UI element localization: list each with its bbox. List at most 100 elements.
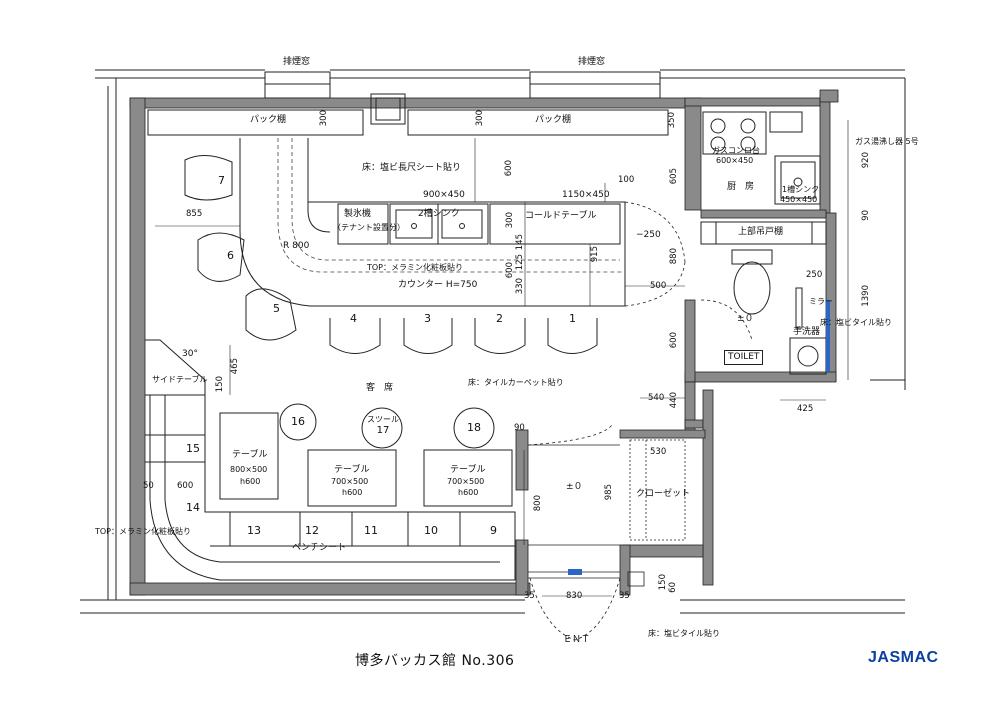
round-stools (279, 403, 495, 449)
dim-500: 500 (650, 281, 667, 291)
dim-830: 830 (566, 591, 583, 601)
top-melamine-bench-label: TOP：メラミン化粧板貼り (95, 527, 192, 536)
dim-300a: 300 (319, 110, 329, 127)
bench-sheet-label: ベンチシート (292, 543, 347, 553)
pack-shelves (147, 109, 669, 136)
table-2-label: テーブル (334, 465, 370, 475)
plus-minus-zero-toilet: ±０ (737, 314, 754, 324)
table-1-label: テーブル (232, 450, 268, 460)
closet-label: クローゼット (636, 489, 691, 499)
single-sink-label: 1槽シンク (782, 185, 820, 194)
floor-vinyl-long-label: 床：塩ビ長尺シート貼り (362, 163, 462, 173)
seat-14: 14 (186, 501, 200, 514)
gas-stove-size: 600×450 (716, 156, 754, 165)
dim-300c: 300 (505, 212, 515, 229)
guest-area-label: 客 席 (366, 383, 394, 393)
dim-600b: 600 (505, 262, 515, 279)
mirror-strip (826, 300, 830, 372)
floor-vinyl-tile-toilet-label: 床：塩ビタイル貼り (820, 318, 892, 327)
floor-vinyl-tile-entry-label: 床：塩ビタイル貼り (648, 629, 720, 638)
dim-800: 800 (533, 495, 543, 512)
seat-7: 7 (218, 174, 225, 187)
seat-4: 4 (350, 312, 357, 325)
seat-3: 3 (424, 312, 431, 325)
cold-table-label: コールドテーブル (525, 211, 597, 221)
mirror-label: ミラー (809, 297, 833, 306)
dim-1390: 1390 (861, 285, 871, 307)
sink-size-label: 900×450 (423, 190, 465, 200)
counter-dashed (277, 138, 625, 273)
kitchen-door (624, 201, 686, 307)
dim-300b: 300 (475, 110, 485, 127)
ice-machine-label: 製氷機 (344, 209, 372, 219)
stool-17-text: スツール (367, 415, 399, 424)
upper-cabinet-label: 上部吊戸棚 (738, 227, 784, 237)
dim-150a: 150 (215, 376, 225, 393)
dim-985: 985 (604, 484, 614, 501)
minus-250-label: −250 (636, 230, 661, 240)
table-3-size: 700×500 (447, 477, 485, 486)
seat-1: 1 (569, 312, 576, 325)
dim-440: 440 (669, 392, 679, 409)
table-1-size: 800×500 (230, 465, 268, 474)
top-melamine-counter-label: TOP：メラミン化粧板貼り (367, 263, 464, 272)
dim-425: 425 (797, 404, 814, 414)
gas-heater-label: ガス湯沸し器 5号 (855, 137, 919, 146)
tables (219, 412, 513, 507)
closet (629, 439, 686, 541)
counter-label: カウンター H=750 (398, 280, 478, 290)
table-3-label: テーブル (450, 465, 486, 475)
dim-920: 920 (861, 152, 871, 169)
dim-350: 350 (667, 112, 677, 129)
plus-minus-zero-entry: ±０ (566, 482, 583, 492)
dim-600d: 600 (177, 481, 194, 491)
drawing-title: 博多バッカス館 No.306 (355, 653, 515, 669)
exterior-outline (80, 69, 906, 614)
seat-16: 16 (291, 415, 305, 428)
seat-10: 10 (424, 524, 438, 537)
hand-washer-label: 手洗器 (793, 327, 821, 337)
cold-table-size-label: 1150×450 (562, 190, 610, 200)
seat-13: 13 (247, 524, 261, 537)
stool-17-number: 17 (376, 424, 390, 436)
entrance-door (527, 424, 621, 641)
seat-2: 2 (496, 312, 503, 325)
toilet-door (700, 299, 753, 341)
kitchen-fixtures (700, 111, 827, 245)
dim-90b: 90 (514, 423, 525, 433)
seat-17: スツール 17 (366, 415, 400, 437)
dim-330: 330 (515, 278, 525, 295)
dim-100: 100 (618, 175, 635, 185)
dim-530: 530 (650, 447, 667, 457)
kitchen-label: 厨 房 (727, 182, 755, 192)
pack-shelf-left-label: パック棚 (250, 115, 287, 125)
dim-605: 605 (669, 168, 679, 185)
table-2-height: h600 (342, 488, 363, 497)
dim-150b: 150 (658, 574, 668, 591)
gas-stove-label: ガスコンロ台 (712, 146, 760, 155)
single-sink-size: 450×450 (780, 195, 818, 204)
jasmac-logo: JASMAC (868, 649, 939, 666)
dimension-lines (155, 120, 849, 597)
dim-855: 855 (186, 209, 203, 219)
table-2-size: 700×500 (331, 477, 369, 486)
seat-5: 5 (273, 302, 280, 315)
exhaust-window-left-label: 排煙窓 (283, 57, 311, 67)
dim-600c: 600 (669, 332, 679, 349)
walls (129, 89, 839, 596)
floor-tile-carpet-label: 床：タイルカーペット貼り (468, 378, 564, 387)
toilet-label: TOILET (724, 350, 764, 365)
table-1-height: h600 (240, 477, 261, 486)
dim-90a: 90 (861, 210, 871, 221)
dim-600a: 600 (504, 160, 514, 177)
door-accent (568, 569, 582, 575)
entrance-label: ＥＮＴ (563, 635, 591, 645)
seat-18: 18 (467, 421, 481, 434)
dim-35a: 35 (524, 591, 535, 601)
seat-15: 15 (186, 442, 200, 455)
exhaust-window-right-label: 排煙窓 (578, 57, 606, 67)
dim-125: 125 (515, 254, 525, 271)
bench-seating (145, 394, 516, 581)
dim-250: 250 (806, 270, 823, 280)
dim-145: 145 (515, 234, 525, 251)
